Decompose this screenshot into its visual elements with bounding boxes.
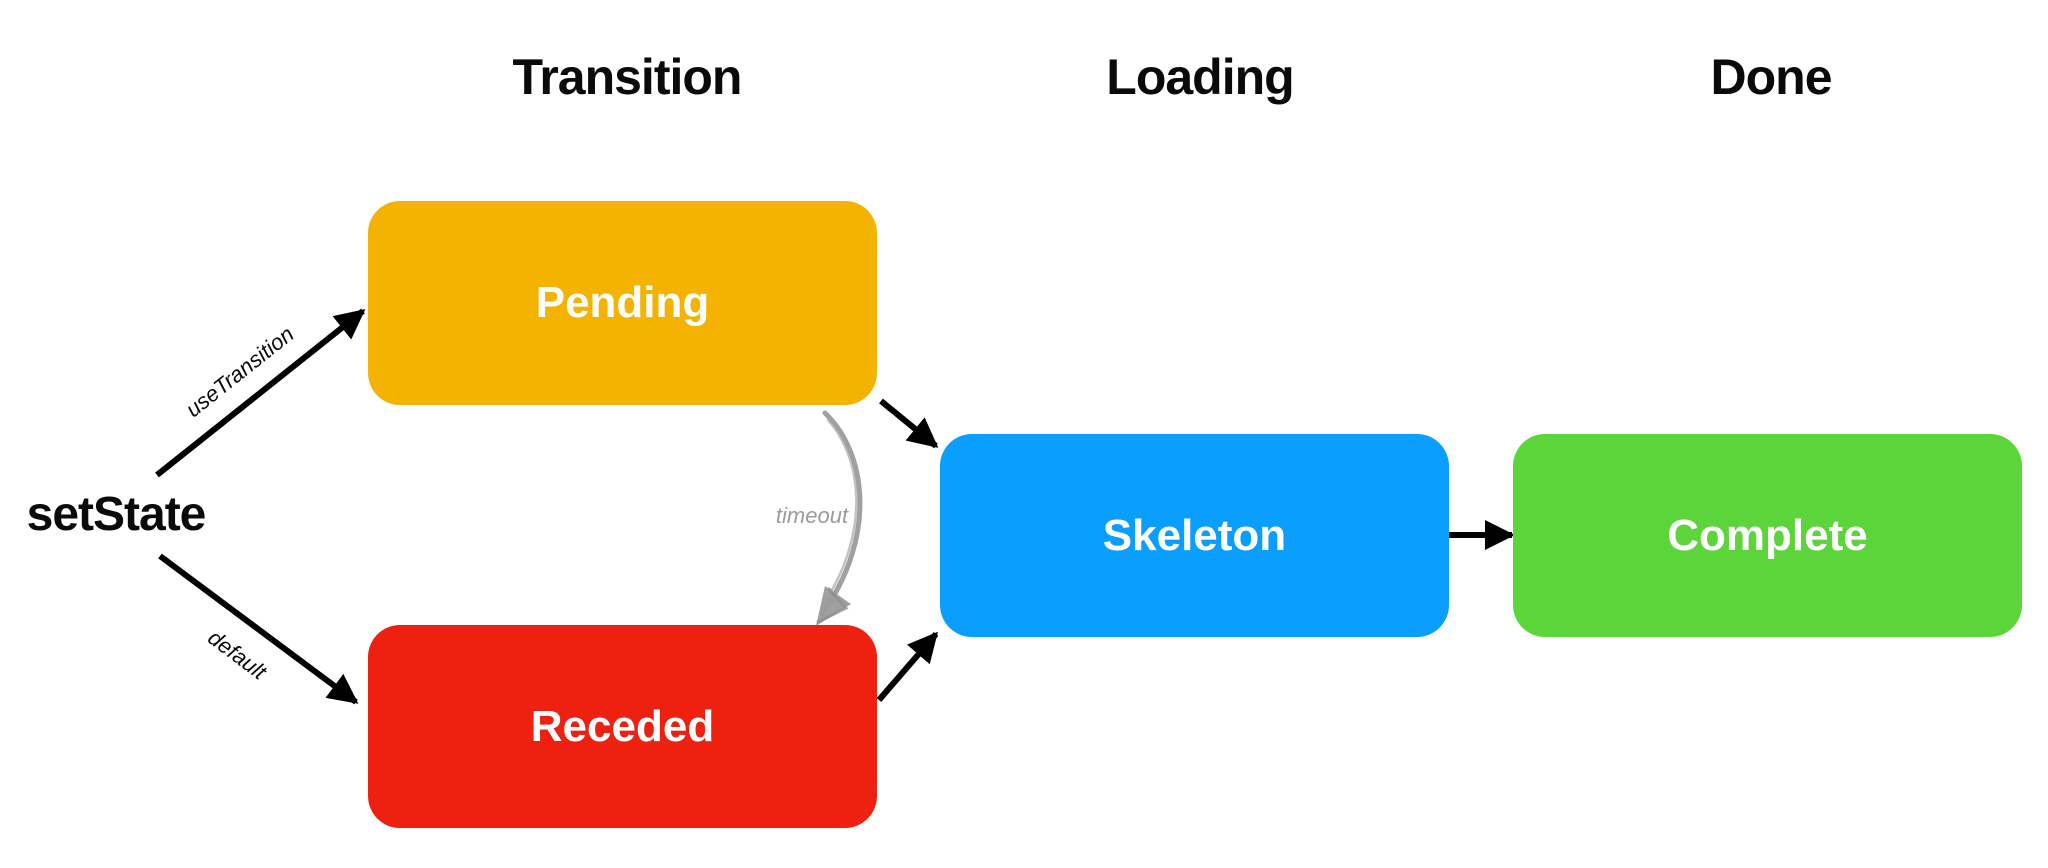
node-complete-label: Complete <box>1667 510 1868 560</box>
node-complete: Complete <box>1513 434 2022 637</box>
column-header-transition: Transition <box>512 49 743 105</box>
node-pending-label: Pending <box>535 278 710 327</box>
node-receded: Receded <box>368 625 877 828</box>
column-header-done: Done <box>1710 49 1833 105</box>
edge-label-timeout: timeout <box>775 503 849 528</box>
arrow-pending-to-skeleton <box>879 398 939 449</box>
entry-label-setstate: setState <box>26 488 207 541</box>
node-skeleton: Skeleton <box>940 434 1449 637</box>
arrow-setstate-to-pending <box>155 308 366 478</box>
timeout-arrowhead-icon <box>816 586 851 626</box>
edge-label-usetransition: useTransition <box>180 321 299 422</box>
node-pending: Pending <box>368 201 877 405</box>
node-skeleton-label: Skeleton <box>1102 510 1287 560</box>
arrow-receded-to-skeleton <box>876 631 939 702</box>
edge-label-default: default <box>203 624 272 685</box>
node-receded-label: Receded <box>530 701 715 751</box>
column-header-loading: Loading <box>1106 49 1294 105</box>
